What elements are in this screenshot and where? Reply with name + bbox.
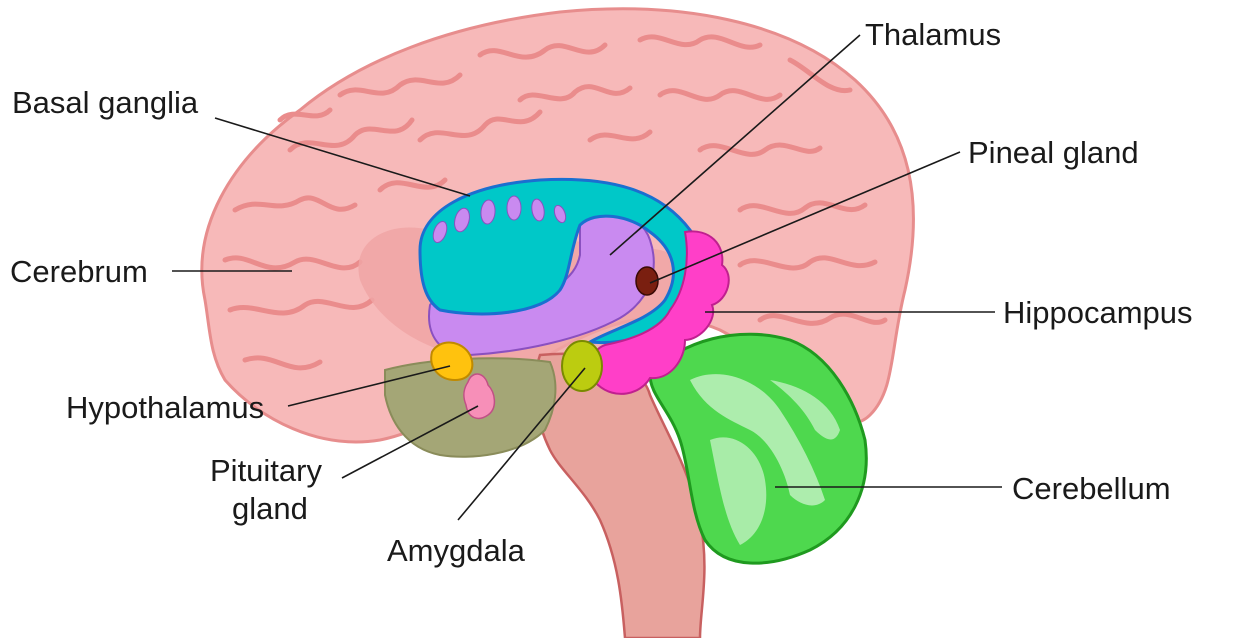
label-thalamus: Thalamus [865, 17, 1001, 52]
label-pituitary-line2: gland [232, 491, 308, 526]
label-cerebellum: Cerebellum [1012, 471, 1171, 506]
label-pineal-gland: Pineal gland [968, 135, 1139, 170]
label-hippocampus: Hippocampus [1003, 295, 1193, 330]
label-cerebrum: Cerebrum [10, 254, 148, 289]
label-pituitary-line1: Pituitary [210, 453, 322, 488]
label-basal-ganglia: Basal ganglia [12, 85, 199, 120]
hypothalamus-shape [431, 343, 472, 380]
amygdala-shape [562, 341, 602, 391]
label-hypothalamus: Hypothalamus [66, 390, 264, 425]
label-amygdala: Amygdala [387, 533, 526, 568]
